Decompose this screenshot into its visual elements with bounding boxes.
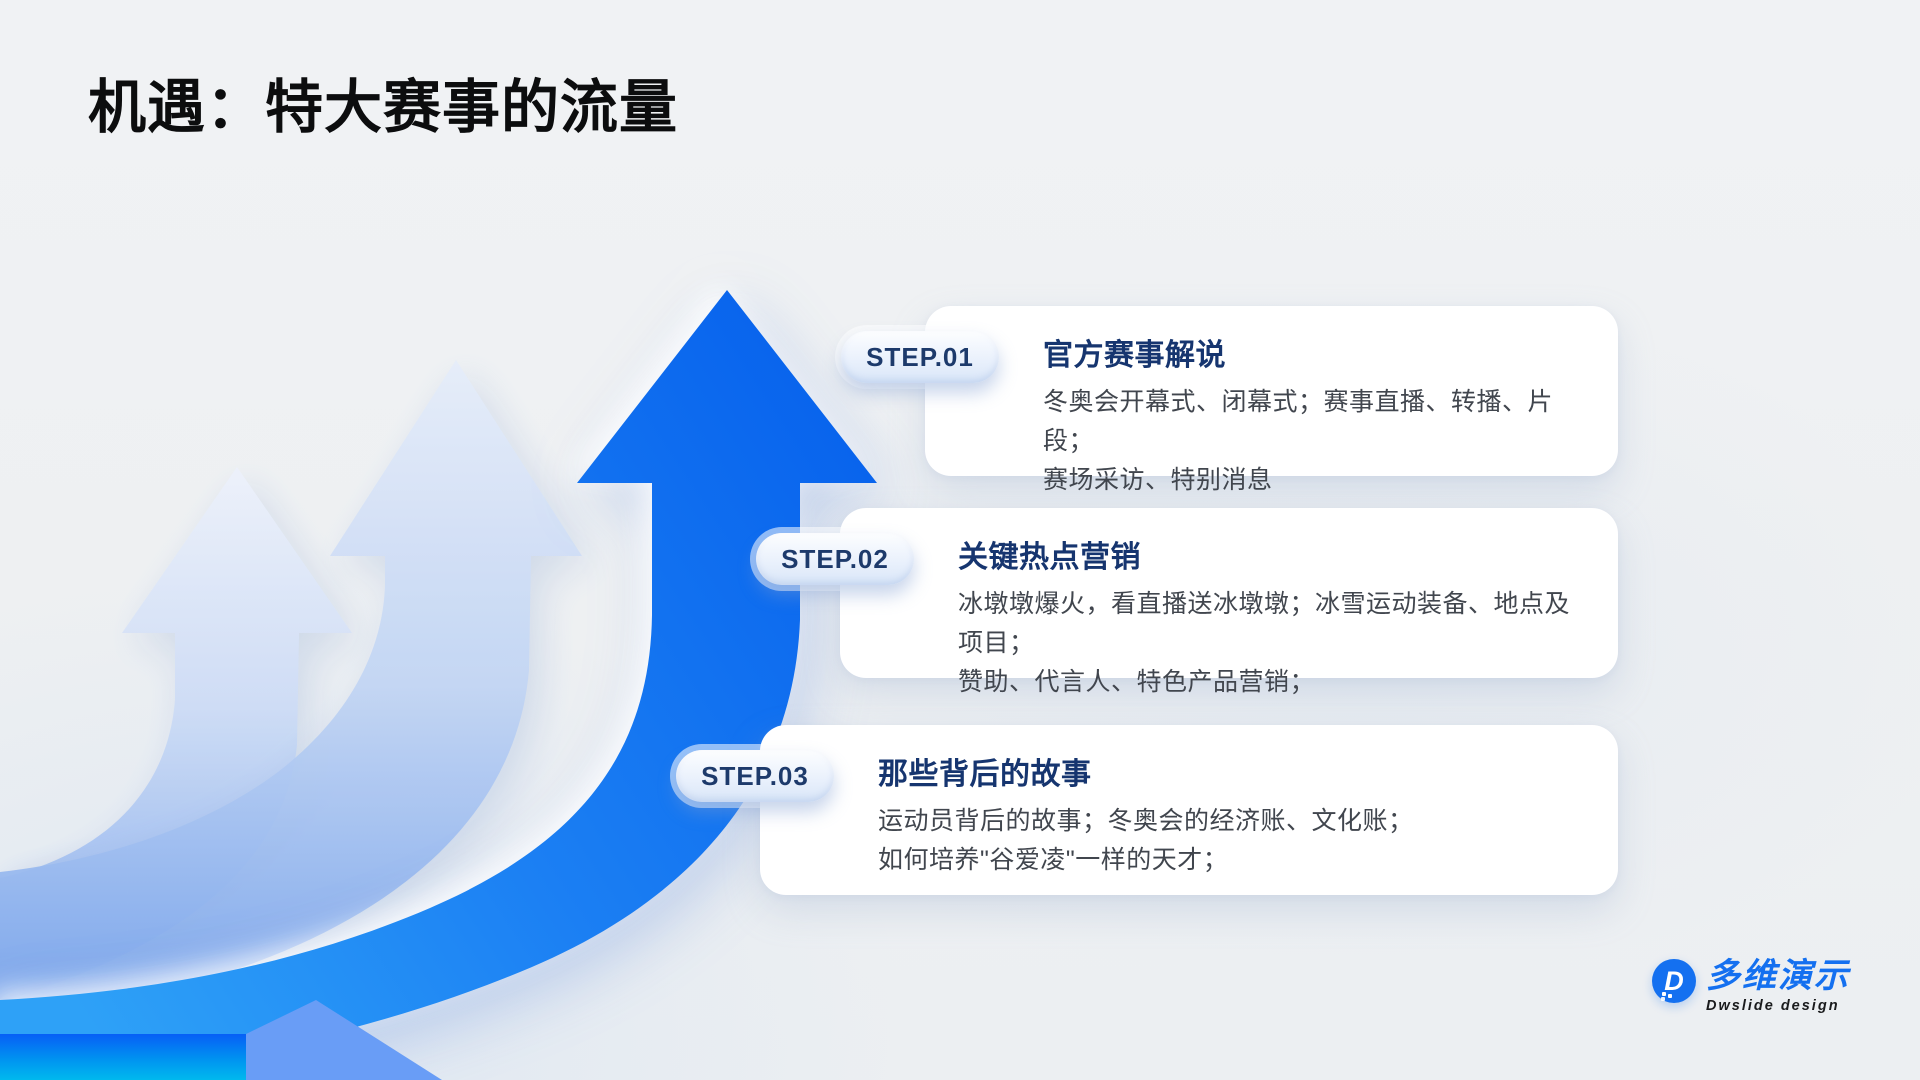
arrow-front-face xyxy=(0,1034,246,1080)
step-text-2-line-1: 冰墩墩爆火，看直播送冰墩墩；冰雪运动装备、地点及项目； xyxy=(958,590,1571,657)
step-card-2: STEP.02 关键热点营销 冰墩墩爆火，看直播送冰墩墩；冰雪运动装备、地点及项… xyxy=(744,508,1618,696)
step-heading-1: 官方赛事解说 xyxy=(1043,339,1226,372)
step-text-1-line-1: 冬奥会开幕式、闭幕式；赛事直播、转播、片段； xyxy=(1043,388,1554,455)
page-title: 机遇：特大赛事的流量 xyxy=(88,75,679,140)
step-text-2-line-2: 赞助、代言人、特色产品营销； xyxy=(958,668,1316,696)
step-text-1-line-2: 赛场采访、特别消息 xyxy=(1043,466,1273,494)
step-heading-2: 关键热点营销 xyxy=(958,541,1141,574)
step-card-1: STEP.01 官方赛事解说 冬奥会开幕式、闭幕式；赛事直播、转播、片段； 赛场… xyxy=(829,306,1618,494)
brand-name-cn: 多维演示 xyxy=(1706,957,1850,995)
step-text-3-line-2: 如何培养"谷爱凌"一样的天才； xyxy=(878,846,1229,874)
step-badge-1: STEP.01 xyxy=(829,331,999,383)
brand-name-en: Dwslide design xyxy=(1706,998,1840,1014)
arrow-side-face xyxy=(246,1000,442,1080)
step-card-3: STEP.03 那些背后的故事 运动员背后的故事；冬奥会的经济账、文化账； 如何… xyxy=(664,725,1618,895)
step-heading-3: 那些背后的故事 xyxy=(878,758,1092,791)
step-badge-2: STEP.02 xyxy=(744,533,914,585)
step-text-3-line-1: 运动员背后的故事；冬奥会的经济账、文化账； xyxy=(878,807,1414,835)
step-badge-3: STEP.03 xyxy=(664,750,834,802)
pale-arrow-medium xyxy=(0,360,582,1010)
brand-logo: D 多维演示 Dwslide design xyxy=(1652,959,1850,1014)
main-blue-arrow xyxy=(0,290,877,1080)
brand-logo-icon: D xyxy=(1652,959,1696,1003)
